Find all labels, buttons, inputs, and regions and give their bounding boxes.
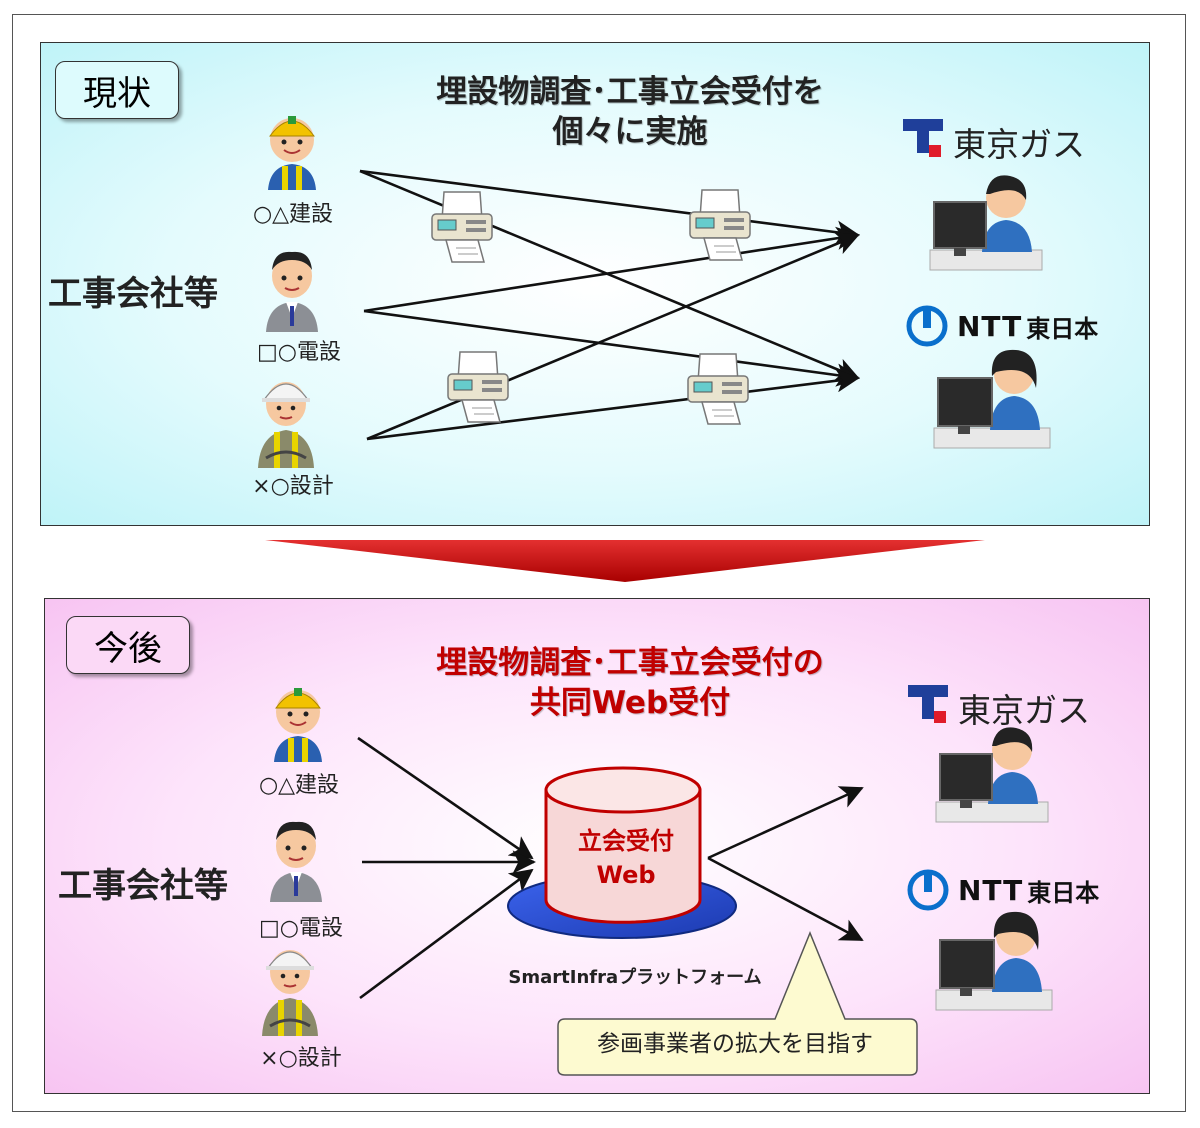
tokyo-gas-mark-icon — [908, 685, 948, 723]
businessman-icon — [266, 251, 318, 332]
fax-machine-icon — [689, 189, 751, 261]
gas-office-worker-icon — [929, 175, 1043, 271]
company-name: ×○設計 — [252, 474, 334, 499]
database-label: 立会受付 Web — [548, 824, 704, 892]
transition-arrow-icon — [265, 540, 985, 582]
construction-worker-icon — [274, 688, 322, 762]
platform-label: SmartInfraプラットフォーム — [508, 967, 762, 988]
ntt-office-worker-icon — [933, 349, 1051, 449]
future-group-label: 工事会社等 — [58, 866, 228, 906]
current-group-label: 工事会社等 — [48, 274, 218, 314]
database-cylinder-icon — [544, 766, 702, 924]
tokyo-gas-mark-icon — [903, 119, 943, 157]
ntt-office-worker-icon — [935, 911, 1053, 1011]
outer-frame — [12, 14, 1186, 1112]
tokyo-gas-name: 東京ガス — [958, 691, 1090, 730]
site-supervisor-icon — [258, 382, 314, 468]
gas-office-worker-icon — [935, 727, 1049, 823]
route-line — [366, 369, 860, 441]
ntt-name: NTT — [957, 309, 1023, 343]
database-label-line1: 立会受付 — [578, 827, 674, 855]
company-name: ×○設計 — [260, 1046, 342, 1071]
ntt-east-logo: NTT 東日本 — [905, 304, 1098, 348]
route-line — [707, 786, 864, 860]
ntt-east-logo: NTT 東日本 — [906, 868, 1099, 912]
route-line — [366, 232, 860, 441]
company-name: ○△建設 — [252, 202, 334, 227]
tokyo-gas-logo: 東京ガス — [908, 684, 1090, 732]
callout-text: 参画事業者の拡大を目指す — [597, 1031, 873, 1057]
route-line — [359, 169, 860, 244]
future-headline-line1: 埋設物調査･工事立会受付の — [436, 645, 824, 681]
ntt-east-name: 東日本 — [1027, 878, 1100, 907]
future-status-label: 今後 — [66, 616, 190, 674]
future-headline-line2: 共同Web受付 — [529, 685, 731, 721]
tokyo-gas-name: 東京ガス — [953, 125, 1085, 164]
company-name: ○△建設 — [258, 773, 340, 798]
ntt-name: NTT — [958, 873, 1024, 907]
route-line — [357, 736, 534, 860]
company-name: □○電設 — [259, 916, 343, 941]
construction-worker-icon — [268, 116, 316, 190]
ntt-mark-icon — [907, 869, 949, 911]
callout-bubble — [557, 931, 918, 1076]
route-line — [359, 868, 534, 1000]
site-supervisor-icon — [262, 950, 318, 1036]
route-line — [363, 309, 860, 387]
company-name: □○電設 — [257, 340, 341, 365]
current-headline-line2: 個々に実施 — [552, 114, 708, 150]
route-line — [707, 856, 864, 942]
fax-machine-icon — [447, 351, 509, 423]
current-headline-line1: 埋設物調査･工事立会受付を — [436, 74, 824, 110]
database-label-line2: Web — [596, 861, 656, 889]
route-line — [363, 226, 860, 313]
ntt-mark-icon — [906, 305, 948, 347]
ntt-east-name: 東日本 — [1026, 314, 1099, 343]
businessman-icon — [270, 821, 322, 902]
current-headline: 埋設物調査･工事立会受付を 個々に実施 — [380, 72, 880, 152]
current-status-label: 現状 — [55, 61, 179, 119]
fax-machine-icon — [687, 353, 749, 425]
tokyo-gas-logo: 東京ガス — [903, 118, 1085, 166]
future-headline: 埋設物調査･工事立会受付の 共同Web受付 — [360, 643, 900, 723]
fax-machine-icon — [431, 191, 493, 263]
